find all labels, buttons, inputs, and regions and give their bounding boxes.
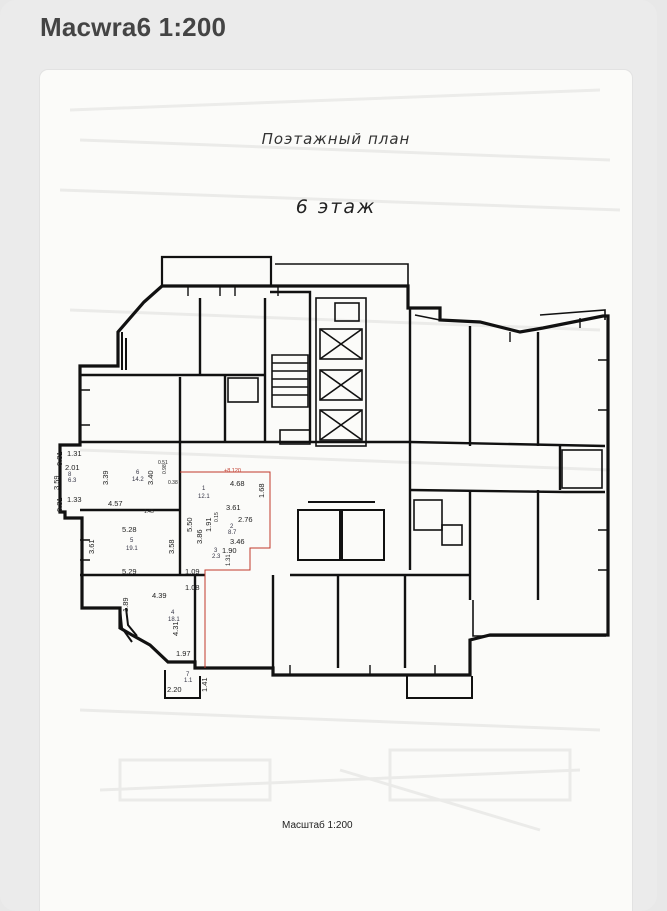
dim-1-09: 1.09 bbox=[185, 567, 200, 576]
dim-1-91: 1.91 bbox=[204, 517, 213, 532]
room-5-num: 5 bbox=[130, 538, 134, 544]
dim-0-15: 0.15 bbox=[214, 512, 220, 522]
dim-3-40: 3.40 bbox=[146, 470, 155, 485]
dim-3-61a: 3.61 bbox=[226, 503, 241, 512]
interior-walls bbox=[80, 290, 606, 668]
dim-0-98: 0.98 bbox=[162, 464, 168, 474]
floor-plan-sheet[interactable]: Поэтажный план 6 этаж bbox=[40, 70, 632, 911]
dim-1-68: 1.68 bbox=[257, 483, 266, 498]
dim-1-45: 1.45 bbox=[144, 509, 154, 515]
stair-elevator-core bbox=[271, 297, 367, 447]
dim-0-51: 0.51 bbox=[158, 460, 168, 466]
dim-5-29: 5.29 bbox=[122, 567, 137, 576]
dim-3-39: 3.39 bbox=[101, 470, 110, 485]
dim-1-33: 1.33 bbox=[67, 495, 82, 504]
room-4-area: 18.1 bbox=[168, 617, 180, 623]
dim-4-39: 4.39 bbox=[152, 591, 167, 600]
room-7-num: 7 bbox=[186, 672, 190, 678]
plan-title: Поэтажный план bbox=[261, 130, 411, 148]
dim-5-28: 5.28 bbox=[122, 525, 137, 534]
apartment-outline bbox=[180, 471, 271, 668]
balcony-right-bottom bbox=[472, 600, 606, 637]
room-6-area: 14.2 bbox=[132, 477, 144, 483]
room-4-num: 4 bbox=[171, 610, 175, 616]
dim-0-38: 0.38 bbox=[168, 480, 178, 486]
floor-title: 6 этаж bbox=[295, 196, 377, 218]
dim-2-20: 2.20 bbox=[167, 685, 182, 694]
dim-1-41: 1.41 bbox=[200, 677, 209, 692]
room-1-area: 12.1 bbox=[198, 494, 210, 500]
dim-2-01: 2.01 bbox=[65, 463, 80, 472]
room-6-num: 6 bbox=[136, 470, 140, 476]
dim-1-31: 1.31 bbox=[67, 449, 82, 458]
dim-3-86: 3.86 bbox=[195, 529, 204, 544]
dim-4-31: 4.31 bbox=[171, 621, 180, 636]
balcony-top bbox=[160, 255, 273, 286]
dim-4-68: 4.68 bbox=[230, 479, 245, 488]
balcony-bottom-left bbox=[164, 670, 201, 699]
room-2-area: 8.7 bbox=[228, 530, 237, 536]
dim-1-08: 1.08 bbox=[185, 583, 200, 592]
dim-0-31: 0.31 bbox=[55, 451, 64, 466]
window-marks bbox=[80, 286, 608, 675]
paper-texture bbox=[59, 88, 621, 832]
room-7-area: 1.1 bbox=[184, 678, 193, 684]
floor-plan-drawing: 1.31 0.31 3.59 2.01 8 6.3 1.33 0.31 3.39… bbox=[52, 255, 610, 699]
dim-5-50: 5.50 bbox=[185, 517, 194, 532]
card-title: Macwra6 1:200 bbox=[40, 12, 227, 42]
room-3-num: 3 bbox=[214, 548, 218, 554]
room-8-area: 6.3 bbox=[68, 478, 77, 484]
room-1-num: 1 bbox=[202, 486, 206, 492]
dim-4-57: 4.57 bbox=[108, 499, 123, 508]
dim-1-90: 1.90 bbox=[222, 546, 237, 555]
dim-1-97: 1.97 bbox=[176, 649, 191, 658]
balcony-top-right bbox=[275, 263, 409, 287]
dim-3-58: 3.58 bbox=[167, 539, 176, 554]
room-3-area: 2.3 bbox=[212, 554, 221, 560]
dim-3-59: 3.59 bbox=[52, 475, 61, 490]
bay-window-bottom bbox=[119, 607, 138, 643]
shafts bbox=[297, 501, 385, 561]
dim-2-76: 2.76 bbox=[238, 515, 253, 524]
room-2-num: 2 bbox=[230, 524, 234, 530]
dim-3-61b: 3.61 bbox=[87, 539, 96, 554]
dim-3-46: 3.46 bbox=[230, 537, 245, 546]
dim-0-31b: 0.31 bbox=[55, 497, 64, 512]
balcony-right bbox=[414, 309, 606, 321]
utility-boxes bbox=[227, 377, 603, 546]
dim-1-31b: 1.31 bbox=[226, 554, 232, 566]
scale-note: Масштаб 1:200 bbox=[282, 820, 353, 831]
room-8-num: 8 bbox=[68, 472, 72, 478]
bay-window-left bbox=[121, 332, 127, 370]
dim-1-89: 1.89 bbox=[121, 597, 130, 612]
room-5-area: 19.1 bbox=[126, 546, 138, 552]
dim-elevation: +8.120 bbox=[224, 468, 241, 474]
balcony-bottom-right bbox=[406, 676, 473, 699]
